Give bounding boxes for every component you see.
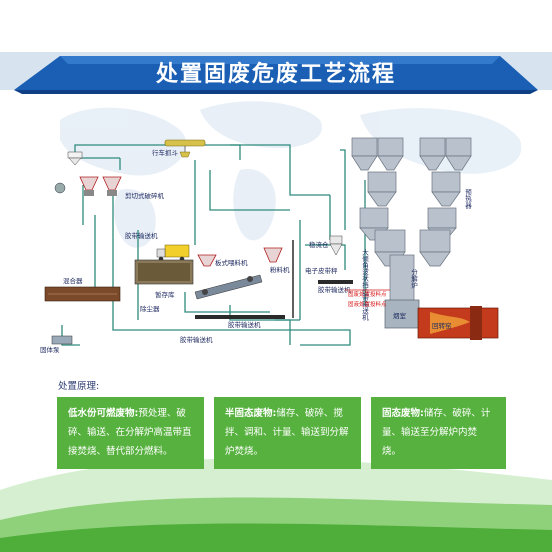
- card-text: 储存、破碎、搅拌、调和、计量、输送到分解炉焚烧。: [225, 408, 349, 457]
- card-term: 固态废物:: [382, 408, 424, 419]
- powder-hopper-icon: [263, 247, 283, 263]
- label-e-belt-scale: 电子皮带秤: [305, 266, 338, 275]
- label-belt-conveyor-2: 胶带输送机: [228, 320, 261, 329]
- label-temp-bin: 暂存库: [155, 290, 175, 299]
- mixer-icon: [44, 286, 121, 302]
- temp-bin-icon: [134, 259, 194, 285]
- label-belt-conveyor-1: 胶带输送机: [125, 231, 158, 240]
- preheater-tower-icon: [351, 137, 472, 326]
- belt-conveyor-2-icon: [195, 315, 285, 319]
- plate-feeder-icon: [194, 254, 263, 300]
- shear-crusher-icon: [54, 176, 122, 196]
- bottom-wave-decoration: [0, 458, 552, 552]
- label-plate-feeder: 板式喂料机: [215, 258, 248, 267]
- pipe-lines: [61, 144, 366, 346]
- cyclone-icon: [67, 151, 83, 166]
- label-smoke-chamber: 烟室: [393, 311, 407, 320]
- card-text: 储存、破碎、计量、输送至分解炉内焚烧。: [382, 408, 491, 457]
- card-text: 预处理、破碎、输送、在分解炉高温带直接焚烧、替代部分燃料。: [68, 408, 192, 457]
- belt-scale-icon: [318, 280, 353, 284]
- rotary-kiln-icon: [417, 306, 499, 340]
- principle-card-semi-solid: 半固态废物:储存、破碎、搅拌、调和、计量、输送到分解炉焚烧。: [214, 397, 361, 469]
- smoke-chamber-icon: [384, 299, 420, 329]
- principle-card-low-moisture: 低水份可燃废物:预处理、破碎、输送、在分解炉高温带直接焚烧、替代部分燃料。: [57, 397, 204, 469]
- stable-bin-icon: [329, 235, 343, 256]
- page-title: 处置固废危废工艺流程: [155, 62, 396, 87]
- label-feed-point-2: 固液处置投料点: [348, 300, 387, 308]
- crane-icon: [164, 139, 206, 158]
- label-belt-conveyor-3: 胶带输送机: [180, 335, 213, 344]
- label-powder-silo: 粉料机: [270, 265, 290, 274]
- truck-icon: [156, 244, 190, 262]
- label-incline-conveyor: 大倾角波状挡边带输送机: [297, 248, 369, 322]
- solid-pump-icon: [51, 335, 73, 345]
- label-shear-crusher: 剪切式破碎机: [125, 191, 165, 200]
- label-bin: 稳流仓: [309, 240, 329, 249]
- card-term: 半固态废物:: [225, 408, 277, 419]
- label-crane: 行车抓斗: [152, 148, 179, 157]
- label-dust-collector: 除尘器: [140, 304, 160, 313]
- principles-title: 处置原理:: [58, 381, 100, 392]
- label-rotary-kiln: 回转窑: [432, 321, 452, 330]
- principle-card-solid: 固态废物:储存、破碎、计量、输送至分解炉内焚烧。: [371, 397, 506, 469]
- header-banner: [0, 52, 552, 94]
- label-solid-pump: 固体泵: [40, 345, 60, 354]
- label-belt-conveyor-4: 胶带输送机: [318, 285, 351, 294]
- card-term: 低水份可燃废物:: [68, 408, 139, 419]
- label-feed-point-1: 固废处置投料点: [348, 290, 387, 298]
- label-mixer: 混合器: [63, 276, 83, 285]
